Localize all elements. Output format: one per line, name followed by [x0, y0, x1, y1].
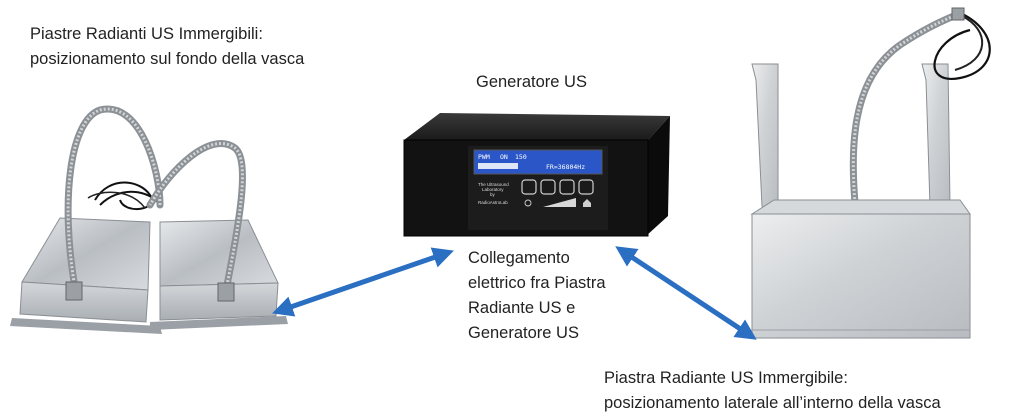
generator-key-1 — [521, 179, 537, 195]
right-plate-caption-line1: Piastra Radiante US Immergibile: — [604, 369, 848, 387]
connection-caption-line2: elettrico fra Piastra — [468, 274, 606, 292]
level-wedge-icon — [543, 198, 576, 207]
generator-caption: Generatore US — [476, 73, 587, 91]
lcd-line2: FR=36804Hz — [546, 163, 585, 171]
left-plates-caption-line2: posizionamento sul fondo della vasca — [30, 50, 305, 68]
brand-line3: by — [490, 192, 496, 197]
connection-caption: Collegamento elettrico fra Piastra Radia… — [468, 246, 606, 346]
connection-caption-line4: Generatore US — [468, 324, 579, 342]
lcd-line1-b: ON — [500, 153, 508, 161]
power-icon — [524, 199, 532, 207]
lcd-line1-c: 150 — [515, 153, 527, 161]
brand-line2: Laboratory — [482, 187, 504, 192]
arrow-left-to-generator — [272, 247, 454, 317]
arrow-generator-to-right — [615, 246, 757, 340]
connection-arrows — [272, 246, 757, 340]
generator-key-3 — [559, 179, 575, 195]
generator-key-2 — [540, 179, 556, 195]
connection-caption-line1: Collegamento — [468, 249, 570, 267]
right-plate-caption-line2: posizionamento laterale all’interno dell… — [604, 394, 941, 412]
lcd-line1-a: PWM — [478, 153, 490, 161]
right-plate-image — [750, 7, 991, 339]
home-icon — [583, 199, 591, 207]
left-plates-caption-line1: Piastre Radianti US Immergibili: — [30, 25, 263, 43]
brand-line1: The Ultrasound — [478, 182, 509, 187]
connection-caption-line3: Radiante US e — [468, 299, 576, 317]
generator-key-4 — [578, 179, 594, 195]
brand-line4: RadioAstroLab — [478, 200, 508, 205]
generator-image: PWM ON 150 FR=36804Hz The Ultrasound Lab… — [403, 113, 670, 237]
right-plate-caption: Piastra Radiante US Immergibile: posizio… — [604, 366, 941, 416]
left-plates-caption: Piastre Radianti US Immergibili: posizio… — [30, 22, 304, 72]
left-plates-image — [10, 105, 288, 334]
